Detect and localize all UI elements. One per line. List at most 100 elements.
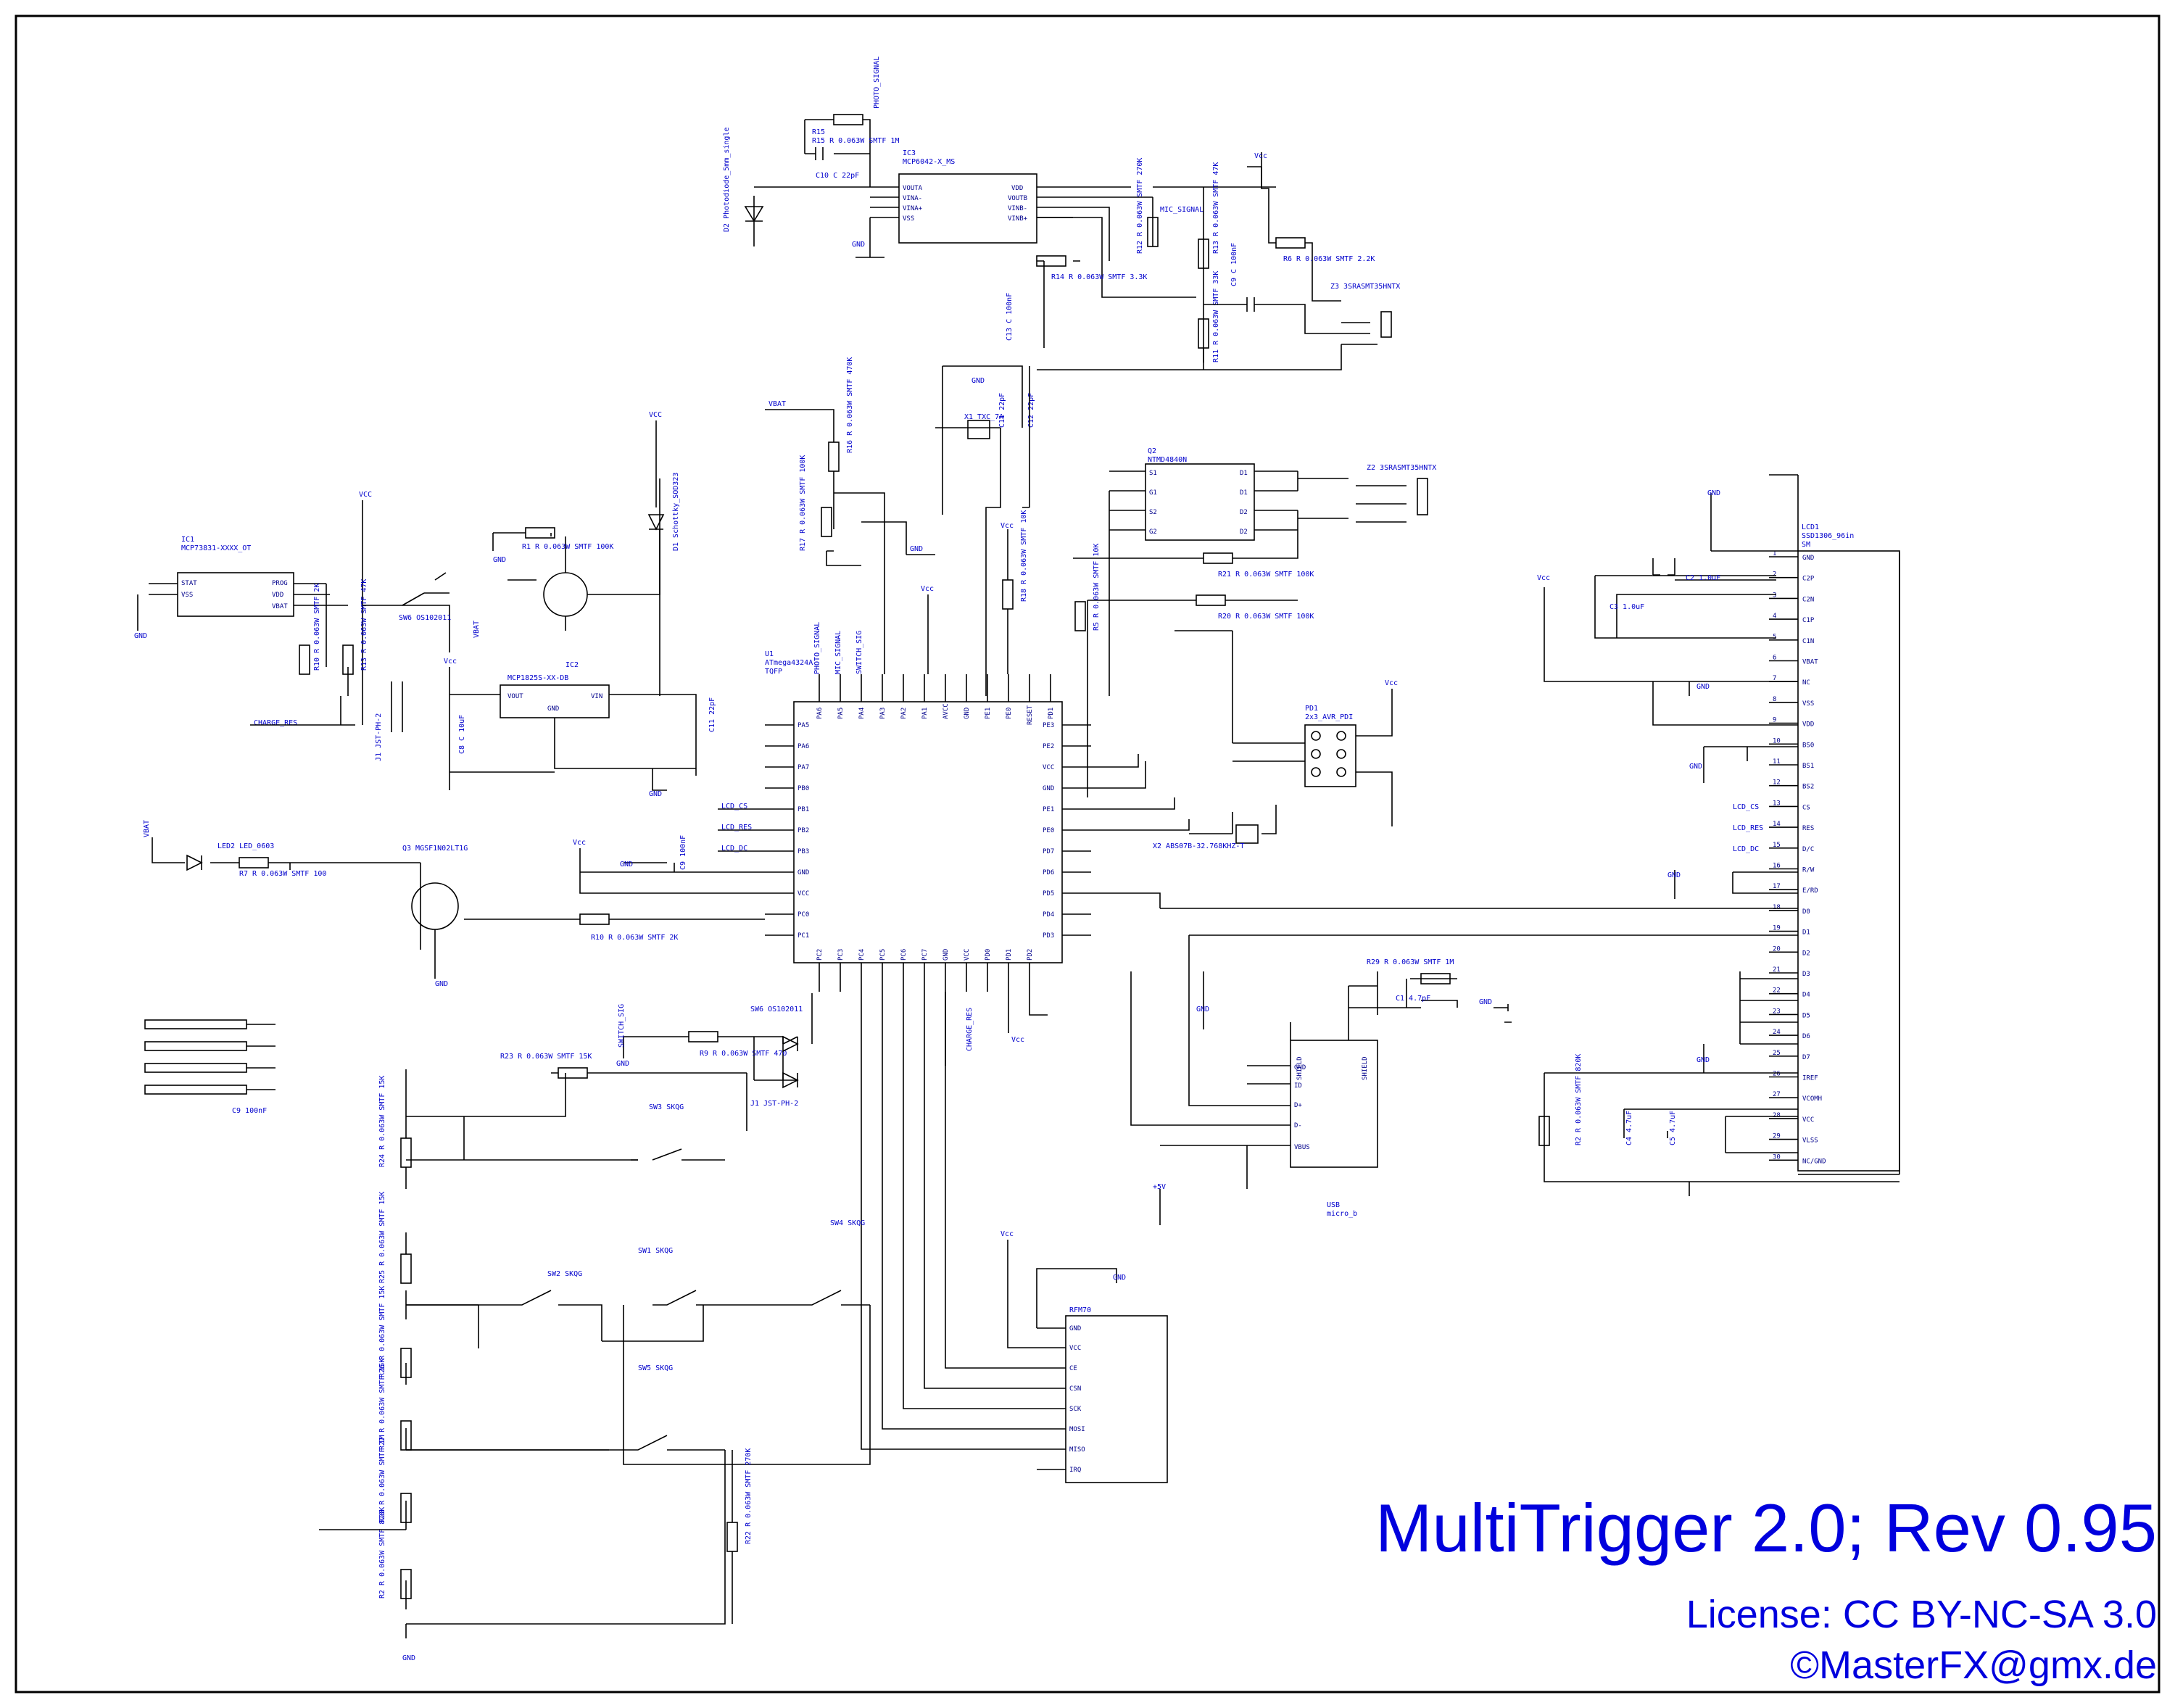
svg-text:R13 R 0.063W SMTF 47K: R13 R 0.063W SMTF 47K bbox=[360, 579, 368, 671]
lcd-pin-label: CS bbox=[1802, 804, 1810, 811]
lcd-pin-label: VCC bbox=[1802, 1116, 1814, 1124]
lcd-pin-number: 26 bbox=[1773, 1071, 1781, 1078]
svg-text:R10 R 0.063W SMTF 2K: R10 R 0.063W SMTF 2K bbox=[313, 584, 321, 671]
svg-text:USB: USB bbox=[1327, 1201, 1340, 1209]
svg-text:C11 22pF: C11 22pF bbox=[708, 697, 716, 732]
svg-text:GND: GND bbox=[547, 705, 559, 713]
lcd-pin-label: C1P bbox=[1802, 617, 1815, 624]
lcd-pin-number: 16 bbox=[1773, 863, 1781, 870]
svg-text:VBUS: VBUS bbox=[1294, 1144, 1310, 1151]
svg-text:PD5: PD5 bbox=[1043, 890, 1054, 897]
svg-text:C3 1.0uF: C3 1.0uF bbox=[1610, 603, 1644, 611]
lcd-pin-label: NC/GND bbox=[1802, 1158, 1826, 1165]
svg-text:R5 R 0.063W SMTF 10K: R5 R 0.063W SMTF 10K bbox=[1093, 544, 1101, 631]
lcd-pin-number: 22 bbox=[1773, 987, 1781, 995]
lcd-pin-number: 20 bbox=[1773, 945, 1781, 953]
svg-text:VINB-: VINB- bbox=[1008, 205, 1027, 212]
svg-text:C10 C 22pF: C10 C 22pF bbox=[816, 172, 859, 180]
svg-text:micro_b: micro_b bbox=[1327, 1210, 1357, 1218]
lcd-pin-label: D0 bbox=[1802, 908, 1810, 916]
svg-text:VOUTA: VOUTA bbox=[903, 185, 923, 192]
lcd-pin-number: 13 bbox=[1773, 800, 1781, 807]
lcd-pin-number: 25 bbox=[1773, 1050, 1781, 1057]
svg-text:IRQ: IRQ bbox=[1069, 1467, 1081, 1474]
lcd-pin-label: IREF bbox=[1802, 1075, 1818, 1082]
svg-text:VSS: VSS bbox=[181, 592, 193, 599]
svg-text:VBAT: VBAT bbox=[473, 621, 481, 638]
svg-text:C1 4.7pF: C1 4.7pF bbox=[1396, 995, 1430, 1003]
lcd-pin-label: VBAT bbox=[1802, 659, 1818, 666]
svg-text:R7 R 0.063W SMTF 100: R7 R 0.063W SMTF 100 bbox=[239, 870, 326, 878]
lcd-pin-number: 2 bbox=[1773, 571, 1776, 579]
svg-text:RFM70: RFM70 bbox=[1069, 1306, 1091, 1314]
svg-text:LCD_DC: LCD_DC bbox=[1733, 845, 1759, 853]
license-text: License: CC BY-NC-SA 3.0 bbox=[1686, 1593, 2157, 1636]
svg-text:R1 R 0.063W SMTF 100K: R1 R 0.063W SMTF 100K bbox=[522, 543, 613, 551]
svg-text:C9 100nF: C9 100nF bbox=[679, 835, 687, 870]
regulator-ic2: IC2 MCP1825S-XX-DB VOUT GND VIN bbox=[500, 661, 610, 718]
svg-text:R21 R 0.063W SMTF 100K: R21 R 0.063W SMTF 100K bbox=[1218, 571, 1314, 579]
svg-text:Vcc: Vcc bbox=[1537, 574, 1550, 582]
lcd-pin-number: 11 bbox=[1773, 758, 1781, 766]
svg-text:GND: GND bbox=[1707, 489, 1720, 497]
svg-text:S2: S2 bbox=[1149, 509, 1157, 516]
lcd-pin-label: BS1 bbox=[1802, 763, 1814, 770]
svg-text:LCD1: LCD1 bbox=[1802, 523, 1819, 531]
lcd-pin-label: D6 bbox=[1802, 1033, 1810, 1040]
lcd-pin-label: D2 bbox=[1802, 950, 1810, 957]
svg-text:R11 R 0.063W SMTF 33K: R11 R 0.063W SMTF 33K bbox=[1212, 271, 1220, 362]
svg-text:PD1: PD1 bbox=[1048, 708, 1055, 719]
svg-text:PHOTO_SIGNAL: PHOTO_SIGNAL bbox=[873, 57, 881, 109]
svg-text:2x3_AVR_PDI: 2x3_AVR_PDI bbox=[1305, 713, 1353, 721]
svg-text:D+: D+ bbox=[1294, 1102, 1302, 1109]
svg-text:PD6: PD6 bbox=[1043, 869, 1054, 876]
lcd-pin-label: C1N bbox=[1802, 638, 1814, 645]
svg-text:LCD_DC: LCD_DC bbox=[721, 845, 747, 853]
svg-text:AVCC: AVCC bbox=[942, 703, 950, 719]
svg-text:+5V: +5V bbox=[1153, 1183, 1166, 1191]
author-text: ©MasterFX@gmx.de bbox=[1790, 1643, 2157, 1687]
jack-z3: Z3 3SRASMT35HNTX bbox=[1330, 283, 1400, 345]
lcd-pin-label: VSS bbox=[1802, 700, 1814, 708]
svg-text:R22 R 0.063W SMTF 270K: R22 R 0.063W SMTF 270K bbox=[745, 1448, 753, 1544]
svg-text:PC4: PC4 bbox=[858, 949, 866, 961]
svg-text:VCC: VCC bbox=[359, 491, 372, 499]
svg-text:PA4: PA4 bbox=[858, 708, 866, 719]
svg-text:PD1: PD1 bbox=[1006, 949, 1013, 961]
svg-text:PC2: PC2 bbox=[816, 949, 824, 961]
svg-text:GND: GND bbox=[1696, 683, 1710, 691]
svg-text:PHOTO_SIGNAL: PHOTO_SIGNAL bbox=[813, 622, 821, 674]
svg-text:NTMD4840N: NTMD4840N bbox=[1148, 456, 1187, 464]
rf-module: RFM70 GND VCC CE CSN SCK MOSI MISO IRQ bbox=[1065, 1306, 1168, 1483]
lcd-pin-label: RES bbox=[1802, 825, 1814, 832]
svg-text:PC1: PC1 bbox=[798, 932, 809, 940]
svg-text:MISO: MISO bbox=[1069, 1446, 1085, 1454]
svg-text:R2 R 0.063W SMTF 820K: R2 R 0.063W SMTF 820K bbox=[378, 1507, 386, 1599]
lcd-display: LCD1 SSD1306_96in SM GND1C2P2C2N3C1P4C1N… bbox=[1769, 523, 1900, 1172]
svg-text:PD3: PD3 bbox=[1043, 932, 1054, 940]
svg-text:PA1: PA1 bbox=[921, 708, 929, 719]
svg-text:VCC: VCC bbox=[1069, 1345, 1081, 1352]
svg-text:PD1: PD1 bbox=[1305, 705, 1318, 713]
schematic-title: MultiTrigger 2.0; Rev 0.95 bbox=[1375, 1490, 2157, 1566]
svg-text:R12 R 0.063W SMTF 270K: R12 R 0.063W SMTF 270K bbox=[1136, 158, 1144, 254]
svg-text:Vcc: Vcc bbox=[1000, 1230, 1014, 1238]
svg-text:SHIELD: SHIELD bbox=[1296, 1056, 1304, 1080]
svg-text:VBAT: VBAT bbox=[143, 820, 151, 837]
svg-text:PC5: PC5 bbox=[879, 949, 887, 961]
lcd-pin-number: 27 bbox=[1773, 1091, 1781, 1098]
svg-text:C4 4.7uF: C4 4.7uF bbox=[1625, 1111, 1633, 1145]
svg-text:GND: GND bbox=[1668, 871, 1681, 879]
svg-text:GND: GND bbox=[1696, 1056, 1710, 1064]
lcd-pin-number: 15 bbox=[1773, 842, 1781, 849]
svg-text:ID: ID bbox=[1294, 1082, 1302, 1090]
svg-text:SWITCH_SIG: SWITCH_SIG bbox=[618, 1004, 626, 1048]
svg-text:LCD_RES: LCD_RES bbox=[1733, 824, 1763, 832]
svg-text:RESET: RESET bbox=[1027, 705, 1034, 725]
svg-text:SM: SM bbox=[1802, 541, 1810, 549]
svg-text:VBAT: VBAT bbox=[272, 603, 288, 610]
svg-text:VCC: VCC bbox=[964, 949, 971, 961]
lcd-pin-label: C2P bbox=[1802, 576, 1815, 583]
svg-text:Vcc: Vcc bbox=[1254, 152, 1267, 160]
svg-text:GND: GND bbox=[134, 632, 147, 640]
